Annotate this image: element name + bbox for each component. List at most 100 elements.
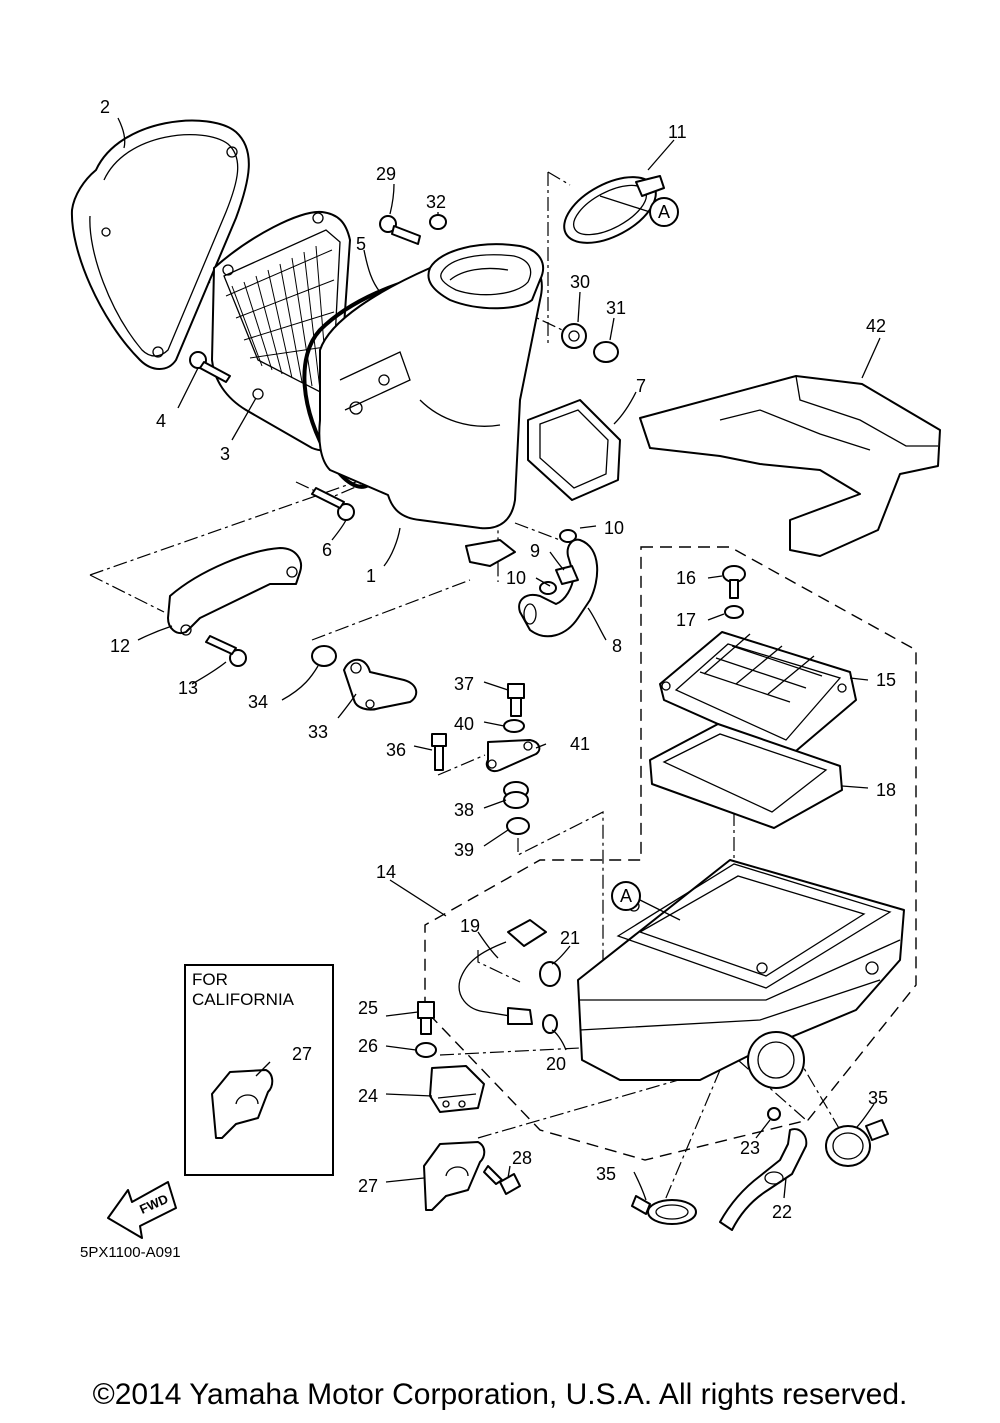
callout-32: 32 (426, 192, 446, 212)
sensor-bracket-27-california (211, 1069, 274, 1139)
callout-30: 30 (570, 272, 590, 292)
callout-41: 41 (570, 734, 590, 754)
callout-4: 4 (156, 411, 166, 431)
screw-6 (311, 487, 355, 521)
callout-5: 5 (356, 234, 366, 254)
callout-25: 25 (358, 998, 378, 1018)
hose-clamp-35-right (825, 1119, 889, 1167)
clip-23 (767, 1107, 781, 1121)
callout-31: 31 (606, 298, 626, 318)
callout-39: 39 (454, 840, 474, 860)
callout-19: 19 (460, 916, 480, 936)
callout-42: 42 (866, 316, 886, 336)
clip-10-upper (559, 529, 577, 543)
air-box-insulator (639, 375, 941, 557)
callout-1: 1 (366, 566, 376, 586)
callout-3: 3 (220, 444, 230, 464)
callout-12: 12 (110, 636, 130, 656)
callout-labels: 1 2 3 4 5 6 7 8 9 10 10 11 12 13 14 15 1… (100, 97, 896, 1222)
callout-20: 20 (546, 1054, 566, 1074)
diagram-code: 5PX1100-A091 (80, 1244, 181, 1261)
assembly-boundary (424, 546, 917, 1161)
air-duct (318, 243, 545, 567)
collar-39 (506, 817, 530, 835)
grommet-30 (561, 323, 587, 349)
bracket-41 (485, 739, 541, 772)
callout-10a: 10 (604, 518, 624, 538)
callout-11: 11 (668, 122, 687, 142)
callout-38: 38 (454, 800, 474, 820)
drain-hose-22 (719, 1128, 808, 1231)
breather-hose (518, 538, 599, 638)
callout-21: 21 (560, 928, 580, 948)
forward-arrow: FWD (107, 1181, 177, 1239)
callout-7: 7 (636, 376, 646, 396)
washer-32 (429, 214, 447, 230)
callout-27: 27 (358, 1176, 378, 1196)
reference-circle-upper: A (649, 197, 679, 227)
grommet-21 (539, 961, 561, 987)
callout-35-right: 35 (868, 1088, 888, 1108)
callout-34: 34 (248, 692, 268, 712)
callout-33: 33 (308, 722, 328, 742)
bolt-9 (555, 565, 579, 585)
element-cover (211, 210, 351, 452)
leader-lines (117, 117, 881, 1201)
bracket-33 (343, 658, 418, 711)
callout-6: 6 (322, 540, 332, 560)
callout-40: 40 (454, 714, 474, 734)
sensor-19 (458, 919, 547, 1025)
reference-label-lower: A (620, 886, 632, 906)
callout-10b: 10 (506, 568, 526, 588)
callout-37: 37 (454, 674, 474, 694)
callout-23: 23 (740, 1138, 760, 1158)
air-filter-element (649, 723, 843, 829)
callout-9: 9 (530, 541, 540, 561)
screw-16 (722, 565, 746, 599)
callout-26: 26 (358, 1036, 378, 1056)
callout-24: 24 (358, 1086, 378, 1106)
callout-18: 18 (876, 780, 896, 800)
callout-29: 29 (376, 164, 396, 184)
washer-40 (503, 719, 525, 733)
callout-35-left: 35 (596, 1164, 616, 1184)
callout-8: 8 (612, 636, 622, 656)
reference-label-upper: A (658, 202, 670, 222)
california-variant-box: FOR CALIFORNIA (184, 964, 334, 1176)
washer-17 (724, 605, 744, 619)
reference-circle-lower: A (611, 881, 641, 911)
hose-clamp-35-left (631, 1195, 697, 1225)
copyright-notice: ©2014 Yamaha Motor Corporation, U.S.A. A… (92, 1378, 908, 1411)
screw-13 (205, 635, 247, 667)
bracket-12 (167, 547, 302, 636)
damper-38 (503, 781, 529, 809)
grommet-20 (542, 1014, 558, 1034)
grommet-34 (311, 645, 337, 667)
callout-14: 14 (376, 862, 396, 882)
callout-17: 17 (676, 610, 696, 630)
air-filter-case-cover (659, 631, 857, 757)
sensor-bracket-27 (423, 1141, 486, 1211)
bolt-25 (417, 1001, 435, 1035)
callout-22: 22 (772, 1202, 792, 1222)
bolt-37 (507, 683, 525, 717)
callout-27-california: 27 (292, 1044, 312, 1064)
seal-cord (302, 272, 441, 489)
duct-gasket (527, 399, 621, 501)
bolt-36 (431, 733, 447, 771)
bolt-28 (483, 1165, 521, 1195)
callout-16: 16 (676, 568, 696, 588)
intake-sensor-24 (429, 1065, 485, 1113)
joint-clamp (563, 175, 665, 244)
washer-26 (415, 1042, 437, 1058)
callout-13: 13 (178, 678, 198, 698)
side-cover (70, 119, 250, 370)
air-filter-case (577, 859, 905, 1089)
callout-2: 2 (100, 97, 110, 117)
callout-28: 28 (512, 1148, 532, 1168)
bolt-29 (379, 215, 421, 245)
callout-15: 15 (876, 670, 896, 690)
clip-10-lower (539, 581, 557, 595)
collar-31 (593, 341, 619, 363)
